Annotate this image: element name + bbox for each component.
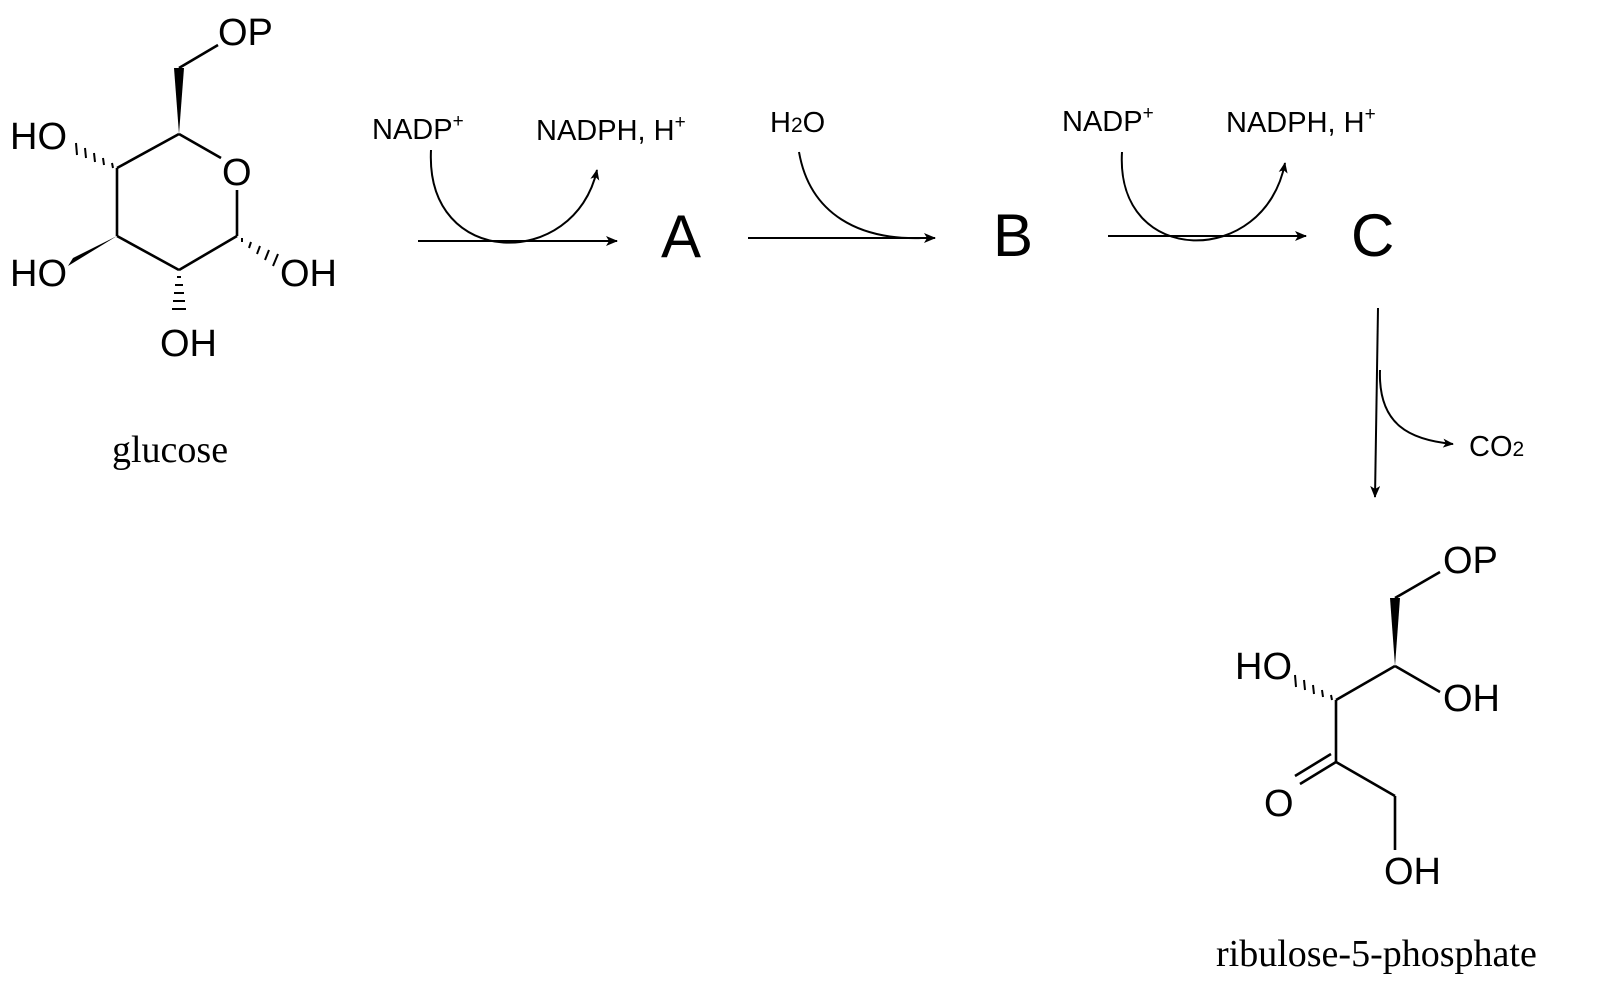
step4-byproduct: CO2: [1469, 431, 1524, 463]
ribulose-5-phosphate-name: ribulose-5-phosphate: [1216, 933, 1537, 975]
hash-c4-oh: [75, 142, 114, 169]
step3-reagent-out: NADPH, H+: [1226, 104, 1376, 139]
step1-reagent-in: NADP+: [372, 111, 464, 146]
bond-c6-op: [178, 43, 219, 70]
cofactor-curve-3: [1120, 151, 1288, 242]
bond-c3-c4: [1335, 664, 1396, 702]
bond-c5-op: [1394, 570, 1441, 600]
step3-reagent-in: NADP+: [1062, 103, 1154, 138]
step1-reagent-out: NADPH, H+: [536, 112, 686, 147]
wedge-c5-c6: [174, 68, 184, 134]
bond-c1-c2: [178, 234, 238, 272]
bond-c5-o5: [178, 132, 222, 160]
glucose-ho-upper-label: HO: [10, 116, 67, 158]
step-2-arrow: [748, 151, 936, 243]
reagent-curve-2: [798, 151, 923, 240]
intermediate-a: A: [661, 203, 701, 270]
ribulose-op-label: OP: [1443, 540, 1498, 582]
bond-c2-o-2: [1294, 752, 1332, 778]
step-4-arrow: [1370, 307, 1454, 498]
ribulose-oh-c4-label: OH: [1443, 678, 1500, 720]
glucose-oh-bottom-label: OH: [160, 323, 217, 365]
cofactor-curve-1: [429, 149, 600, 244]
hash-c3-oh: [1294, 674, 1333, 701]
step-3-arrow: [1108, 151, 1307, 242]
step-1-arrow: [418, 149, 618, 246]
glucose-structure: OP HO O HO OH OH: [10, 12, 337, 365]
ribulose-oh-c1-label: OH: [1384, 851, 1441, 893]
ribulose-ketone-o-label: O: [1264, 783, 1294, 825]
bond-c2-c1: [1335, 760, 1396, 798]
glucose-ring-o-label: O: [222, 152, 252, 194]
hash-c1-oh: [241, 238, 279, 267]
glucose-op-label: OP: [218, 12, 273, 54]
glucose-oh-right-label: OH: [280, 253, 337, 295]
intermediate-c: C: [1351, 202, 1394, 269]
reaction-arrow-4: [1370, 307, 1381, 498]
hash-c2-oh: [172, 276, 186, 310]
glucose-ho-lower-label: HO: [10, 253, 67, 295]
wedge-c4-c5: [1390, 598, 1400, 666]
bond-c2-c3: [116, 234, 180, 272]
intermediate-b: B: [993, 202, 1033, 269]
step2-reagent-in: H2O: [770, 107, 825, 139]
ribulose-ho-label: HO: [1235, 646, 1292, 688]
ribulose-5-phosphate-structure: OP HO OH O OH: [1235, 540, 1500, 893]
byproduct-curve-4: [1378, 369, 1454, 448]
bond-c4-oh: [1394, 664, 1441, 694]
glucose-name: glucose: [112, 429, 228, 471]
bond-c2-o-1: [1299, 760, 1337, 786]
wedge-c3-oh: [68, 236, 117, 266]
bond-c4-c5: [116, 132, 180, 170]
